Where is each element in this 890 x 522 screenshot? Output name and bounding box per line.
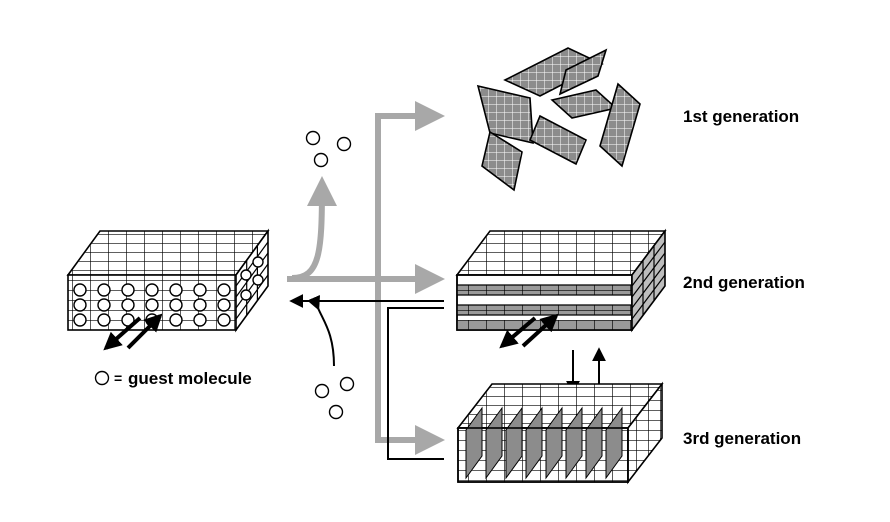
label-2nd-generation: 2nd generation	[683, 273, 805, 292]
3rd-gen-block	[456, 381, 664, 485]
black-return-arrows	[289, 294, 444, 460]
released-guests	[305, 130, 352, 168]
1st-gen-sheets	[476, 47, 641, 192]
release-guest-arrow	[291, 176, 337, 281]
label-1st-generation: 1st generation	[683, 107, 799, 126]
host-out-arrow	[103, 316, 142, 351]
2nd-gen-block	[455, 228, 667, 349]
label-3rd-generation: 3rd generation	[683, 429, 801, 448]
legend-equals: =	[114, 370, 122, 386]
incoming-guests	[314, 376, 355, 420]
guest-uptake-arrow	[307, 294, 335, 367]
host-in-arrow	[126, 313, 163, 350]
host-lattice-block	[66, 228, 270, 351]
guest-molecules-in-host	[73, 256, 264, 327]
legend: = guest molecule	[94, 369, 252, 388]
vertical-sheets	[465, 406, 623, 480]
guest-molecule-legend-icon	[94, 370, 110, 386]
legend-text: guest molecule	[128, 369, 252, 388]
gray-arrows	[287, 101, 445, 455]
